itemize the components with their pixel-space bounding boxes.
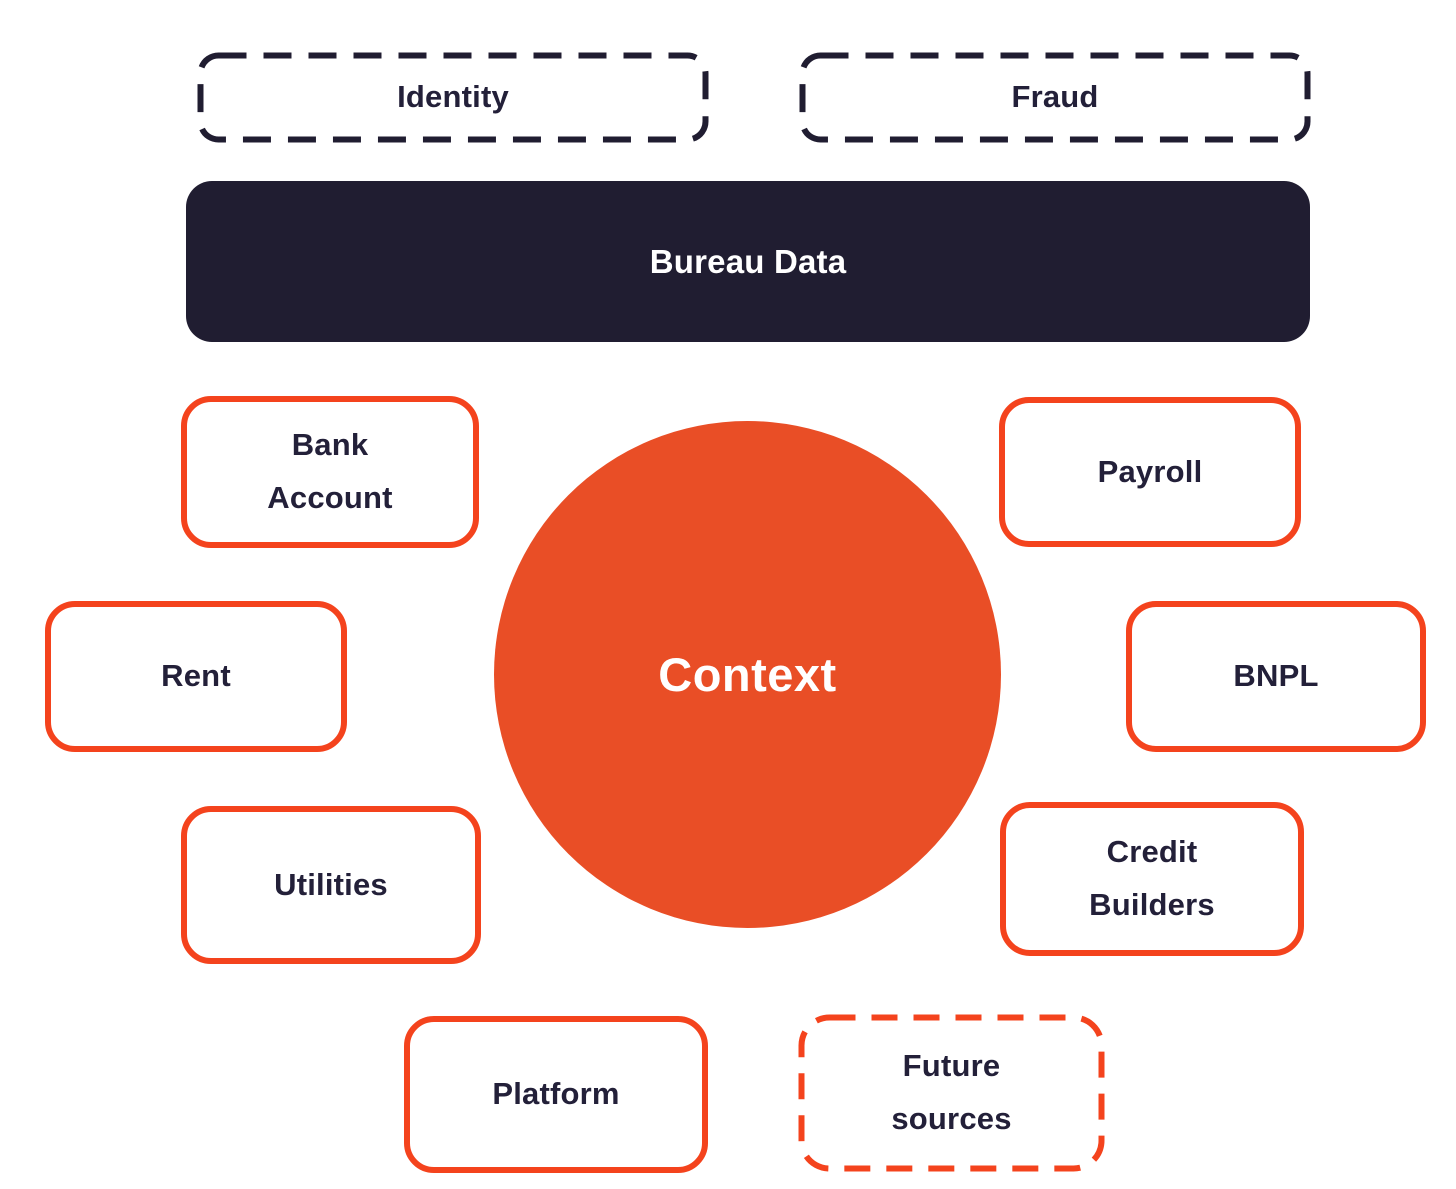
node-rent: Rent <box>45 601 347 752</box>
node-credit-builders-label: Credit Builders <box>1089 834 1215 922</box>
node-bnpl-label: BNPL <box>1233 658 1319 694</box>
node-future-sources-label: Future sources <box>891 1048 1012 1136</box>
node-rent-label: Rent <box>161 658 231 694</box>
node-platform: Platform <box>404 1016 708 1173</box>
dashed-border <box>799 52 1311 143</box>
dashed-border <box>798 1014 1105 1172</box>
node-platform-label: Platform <box>492 1076 620 1112</box>
node-fraud: Fraud <box>799 52 1311 143</box>
dashed-border-rect <box>197 52 709 143</box>
dashed-border-rect <box>799 52 1311 143</box>
node-bureau-data-label: Bureau Data <box>649 242 847 280</box>
node-utilities: Utilities <box>181 806 481 964</box>
node-context-circle: Context <box>494 421 1001 928</box>
node-fraud-label: Fraud <box>1011 79 1099 115</box>
node-bureau-data: Bureau Data <box>186 181 1310 342</box>
node-context-label: Context <box>658 647 837 701</box>
node-payroll-label: Payroll <box>1097 453 1203 489</box>
node-utilities-label: Utilities <box>274 866 388 902</box>
node-payroll: Payroll <box>999 397 1301 547</box>
node-bank-account-label: Bank Account <box>267 427 393 515</box>
node-identity-label: Identity <box>397 79 509 115</box>
node-bnpl: BNPL <box>1126 601 1426 752</box>
dashed-border-rect <box>798 1014 1105 1172</box>
node-credit-builders: Credit Builders <box>1000 802 1304 956</box>
node-future-sources: Future sources <box>798 1014 1105 1172</box>
dashed-border <box>197 52 709 143</box>
node-identity: Identity <box>197 52 709 143</box>
node-bank-account: Bank Account <box>181 396 479 548</box>
